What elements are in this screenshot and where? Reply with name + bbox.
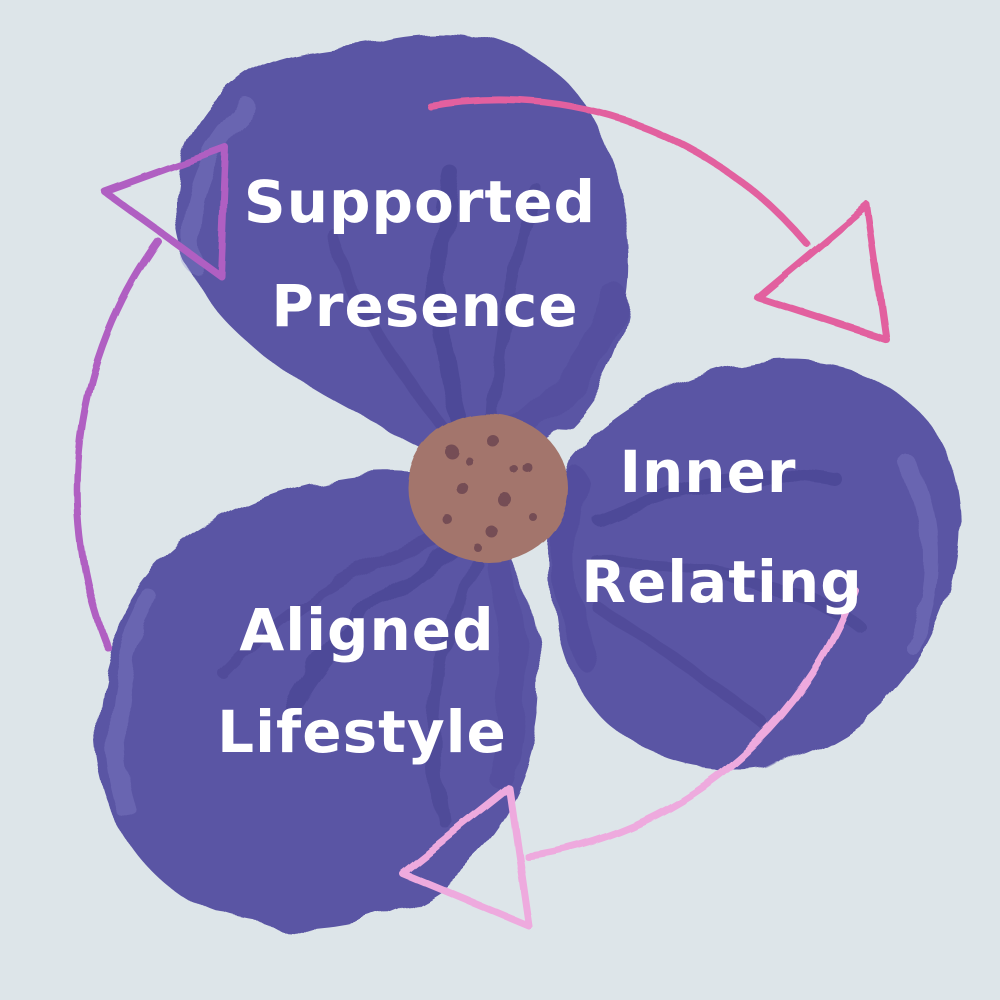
petal-label-aligned: Aligned — [239, 596, 494, 664]
arrow-top-line — [426, 96, 810, 247]
petal-label-presence: Presence — [271, 272, 578, 340]
petal-inner-relating — [548, 359, 960, 768]
arrow-bottom-line — [523, 586, 859, 860]
petal-labels: Supported Presence Inner Relating Aligne… — [217, 168, 862, 766]
petal-highlight — [183, 101, 259, 274]
arrow-top-head-icon — [753, 201, 890, 343]
petal-label-inner: Inner — [619, 438, 796, 506]
arrow-bottom-head-icon — [398, 784, 533, 930]
petal-label-lifestyle: Lifestyle — [217, 698, 507, 766]
arrow-left-line — [73, 237, 162, 652]
cycle-arrows — [73, 96, 890, 930]
petal-supported-presence — [174, 32, 633, 468]
arrow-left-head-icon — [101, 144, 230, 280]
center-dots — [443, 434, 536, 552]
petal-shape — [174, 32, 633, 468]
petal-label-relating: Relating — [581, 548, 862, 616]
flower-center — [408, 414, 568, 562]
cycle-arrow-top — [426, 96, 890, 343]
petal-shading — [216, 534, 526, 825]
petal-shading — [551, 467, 864, 734]
petal-highlight — [106, 591, 159, 821]
cycle-arrow-bottom — [398, 586, 859, 930]
petal-aligned-lifestyle — [95, 472, 540, 929]
flower — [95, 32, 960, 929]
petal-shape — [95, 472, 540, 929]
petal-shading — [326, 167, 630, 459]
petal-label-supported: Supported — [244, 168, 596, 236]
cycle-arrow-left — [73, 144, 230, 652]
petal-shape — [548, 359, 960, 768]
petal-highlight — [897, 452, 939, 653]
